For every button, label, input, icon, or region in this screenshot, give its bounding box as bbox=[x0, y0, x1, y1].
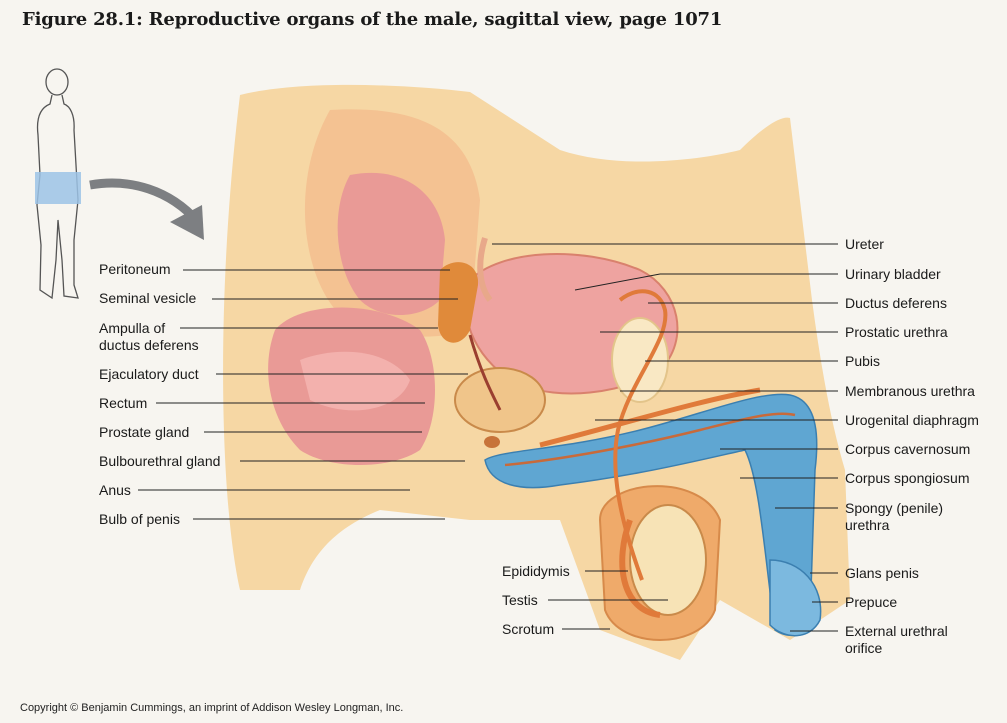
label-spongy-urethra: Spongy (penile) urethra bbox=[845, 500, 944, 533]
locator-arrowhead bbox=[170, 205, 204, 240]
label-corpus-cavernosum: Corpus cavernosum bbox=[845, 441, 971, 457]
label-ductus-deferens: Ductus deferens bbox=[845, 295, 947, 311]
leader-lines-bottom bbox=[548, 570, 668, 630]
label-anus: Anus bbox=[99, 482, 131, 498]
sigmoid-colon bbox=[337, 172, 445, 315]
label-prostate-gland: Prostate gland bbox=[99, 424, 190, 440]
label-urogenital-diaphragm: Urogenital diaphragm bbox=[845, 412, 979, 428]
label-corpus-spongiosum: Corpus spongiosum bbox=[845, 470, 970, 486]
copyright-notice: Copyright © Benjamin Cummings, an imprin… bbox=[20, 702, 404, 714]
seminal-vesicle-shape bbox=[438, 262, 479, 343]
label-seminal-vesicle: Seminal vesicle bbox=[99, 290, 197, 306]
leader-lines-right bbox=[492, 243, 838, 632]
label-pubis: Pubis bbox=[845, 353, 881, 369]
glans-shape bbox=[769, 559, 822, 637]
testis-shape bbox=[629, 504, 707, 616]
label-scrotum: Scrotum bbox=[502, 621, 555, 637]
label-bulb-of-penis: Bulb of penis bbox=[99, 511, 180, 527]
label-membranous-urethra: Membranous urethra bbox=[845, 383, 975, 399]
label-rectum: Rectum bbox=[99, 395, 148, 411]
rectum-inner bbox=[300, 351, 410, 411]
label-peritoneum: Peritoneum bbox=[99, 261, 171, 277]
label-bulbourethral-gland: Bulbourethral gland bbox=[99, 453, 221, 469]
label-glans-penis: Glans penis bbox=[845, 565, 919, 581]
ejaculatory-duct-path bbox=[468, 334, 502, 411]
locator-highlight bbox=[35, 172, 81, 204]
label-external-urethral-orifice: External urethral orifice bbox=[845, 623, 948, 656]
prostate-shape bbox=[454, 367, 546, 433]
label-ejaculatory-duct: Ejaculatory duct bbox=[99, 366, 199, 382]
label-epididymis: Epididymis bbox=[502, 563, 570, 579]
pubis-shape bbox=[611, 317, 669, 403]
corpus-cavernosum-band bbox=[539, 387, 761, 448]
ductus-deferens-path bbox=[613, 289, 668, 581]
label-prepuce: Prepuce bbox=[845, 594, 898, 610]
locator-figure bbox=[36, 68, 79, 300]
ureter-path bbox=[477, 237, 493, 302]
locator-body-outline bbox=[36, 94, 79, 300]
label-urinary-bladder: Urinary bladder bbox=[845, 266, 941, 282]
locator-head bbox=[45, 68, 69, 96]
locator-arrow bbox=[89, 178, 202, 226]
bulbourethral-shape bbox=[484, 436, 500, 448]
label-ampulla: Ampulla of ductus deferens bbox=[99, 320, 199, 353]
label-ureter: Ureter bbox=[845, 236, 884, 252]
label-testis: Testis bbox=[502, 592, 538, 608]
figure-title: Figure 28.1: Reproductive organs of the … bbox=[22, 9, 723, 30]
leader-lines-left bbox=[138, 269, 468, 520]
label-prostatic-urethra: Prostatic urethra bbox=[845, 324, 948, 340]
urethra-line bbox=[504, 412, 796, 467]
